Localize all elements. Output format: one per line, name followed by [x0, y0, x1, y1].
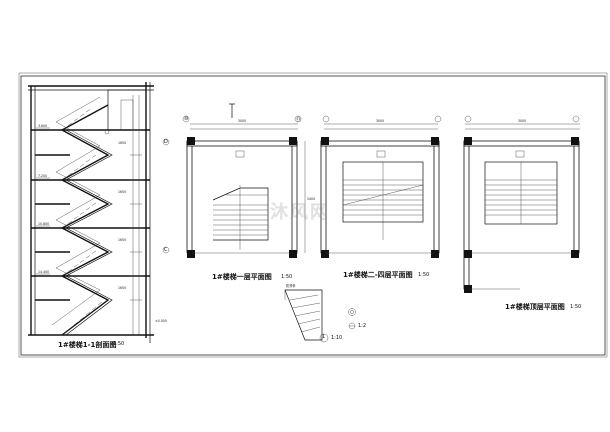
svg-text:3000: 3000 [376, 119, 384, 123]
axis-side-top: D [164, 139, 168, 145]
plan3-title: 1#楼梯顶层平面图 [505, 303, 565, 311]
svg-text:5400: 5400 [307, 197, 315, 201]
svg-text:1650: 1650 [118, 190, 126, 194]
axis-side-bottom: C [164, 247, 168, 253]
svg-text:1650: 1650 [118, 286, 126, 290]
watermark: 沐风网 [270, 202, 330, 223]
svg-text:3000: 3000 [238, 119, 246, 123]
detail-one: 防滑条 [284, 283, 329, 343]
plan2-title: 1#楼梯二-四层平面图 [343, 271, 413, 279]
svg-text:3000: 3000 [518, 119, 526, 123]
detail2-scale: 1:2 [358, 323, 367, 329]
sheet-outer-border [18, 72, 608, 358]
svg-text:14.400: 14.400 [38, 270, 49, 274]
section-title: 1#楼梯1-1剖面图 [58, 341, 117, 349]
svg-text:防滑条: 防滑条 [286, 283, 296, 288]
detail-one-bubble [319, 333, 329, 343]
detail-two [348, 308, 356, 330]
svg-text:10.800: 10.800 [38, 222, 49, 226]
plan3-scale: 1:50 [570, 304, 582, 310]
detail1-label: 1 [322, 334, 326, 340]
detail1-scale: 1:10 [331, 335, 343, 341]
plan-top-floor: 3000 [463, 115, 580, 293]
axis-top-right: ⑪ [296, 117, 302, 123]
sheet-border [20, 75, 606, 356]
axis-top-left: ⑩ [184, 116, 189, 122]
section-view: 3.600 7.200 10.800 14.400 1650 1650 1650 165… [28, 82, 167, 343]
svg-text:1650: 1650 [118, 238, 126, 242]
plan1-scale: 1:50 [281, 274, 293, 280]
plan-middle-floors: 3000 [320, 115, 442, 258]
svg-text:1650: 1650 [118, 141, 126, 145]
plan1-title: 1#楼梯一层平面图 [212, 273, 272, 281]
plan2-scale: 1:50 [418, 272, 430, 278]
svg-text:3.600: 3.600 [38, 124, 47, 128]
svg-text:7.200: 7.200 [38, 174, 47, 178]
plan-ground-floor: 3000 5400 [162, 103, 315, 258]
section-scale: 1:50 [113, 341, 125, 347]
svg-text:±0.000: ±0.000 [155, 319, 167, 323]
